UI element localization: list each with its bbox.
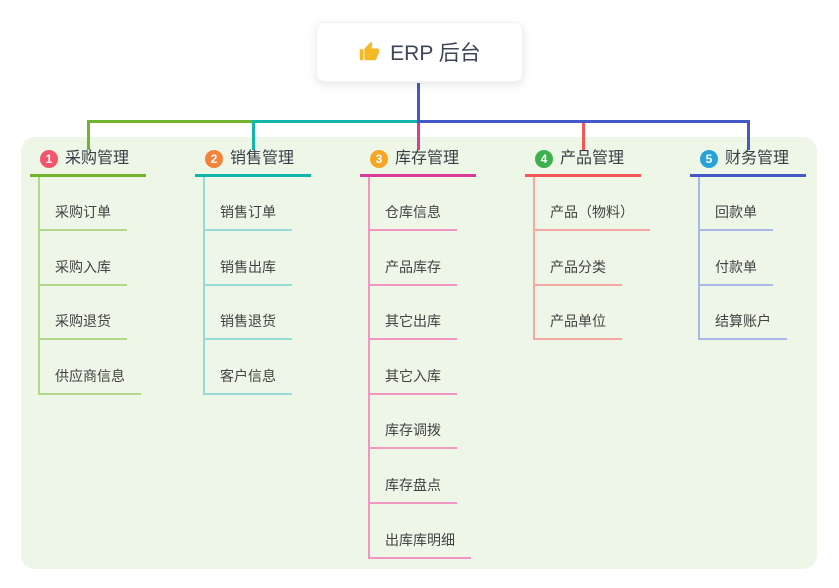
root-node[interactable]: ERP 后台 [316,22,523,82]
branch-2-label: 销售管理 [230,150,295,167]
branch-5-number-badge: 5 [700,150,718,168]
branch-2-node[interactable]: 2 销售管理 [195,146,311,177]
child-node[interactable]: 出库库明细 [368,530,471,559]
branch-3-node[interactable]: 3 库存管理 [360,146,476,177]
child-node[interactable]: 其它入库 [368,366,457,395]
child-node[interactable]: 供应商信息 [38,366,141,395]
child-node[interactable]: 库存调拨 [368,420,457,450]
branch-5-child-rail [698,177,700,341]
branch-3-number-badge: 3 [370,150,388,168]
branch-1-number-badge: 1 [40,150,58,168]
child-node[interactable]: 采购入库 [38,257,127,286]
child-node[interactable]: 其它出库 [368,311,457,341]
child-node[interactable]: 采购订单 [38,202,127,231]
child-node[interactable]: 客户信息 [203,366,292,395]
branch-4-child-rail [533,177,535,341]
child-node[interactable]: 销售订单 [203,202,292,231]
child-node[interactable]: 销售出库 [203,257,292,286]
child-node[interactable]: 付款单 [698,257,773,286]
branch-2-child-rail [203,177,205,395]
branch-5-label: 财务管理 [725,150,790,167]
connector-drop-branch-2 [252,120,255,150]
child-node[interactable]: 回款单 [698,202,773,231]
child-node[interactable]: 销售退货 [203,311,292,341]
child-node[interactable]: 结算账户 [698,311,787,341]
connector-rail-middle [252,120,420,123]
branch-4-node[interactable]: 4 产品管理 [525,146,641,177]
connector-drop-branch-4 [582,120,585,150]
child-node[interactable]: 产品单位 [533,311,622,341]
branch-2-number-badge: 2 [205,150,223,168]
child-node[interactable]: 产品库存 [368,257,457,286]
branch-3-child-rail [368,177,370,559]
branch-5-node[interactable]: 5 财务管理 [690,146,806,177]
child-node[interactable]: 产品（物料） [533,202,650,231]
connector-root-drop [417,83,420,123]
branch-4-number-badge: 4 [535,150,553,168]
branch-1-node[interactable]: 1 采购管理 [30,146,146,177]
branch-4-label: 产品管理 [560,150,625,167]
branch-1-child-rail [38,177,40,395]
connector-drop-branch-5 [747,120,750,150]
branch-3-label: 库存管理 [395,150,460,167]
connector-rail-left [87,120,255,123]
branch-1-label: 采购管理 [65,150,130,167]
thumbs-up-icon [360,41,380,61]
child-node[interactable]: 采购退货 [38,311,127,341]
connector-drop-branch-3 [417,120,420,150]
child-node[interactable]: 仓库信息 [368,202,457,231]
root-node-label: ERP 后台 [390,42,481,65]
connector-rail-right [417,120,750,123]
child-node[interactable]: 产品分类 [533,257,622,286]
child-node[interactable]: 库存盘点 [368,475,457,504]
branches-panel [21,137,817,569]
connector-drop-branch-1 [87,120,90,150]
